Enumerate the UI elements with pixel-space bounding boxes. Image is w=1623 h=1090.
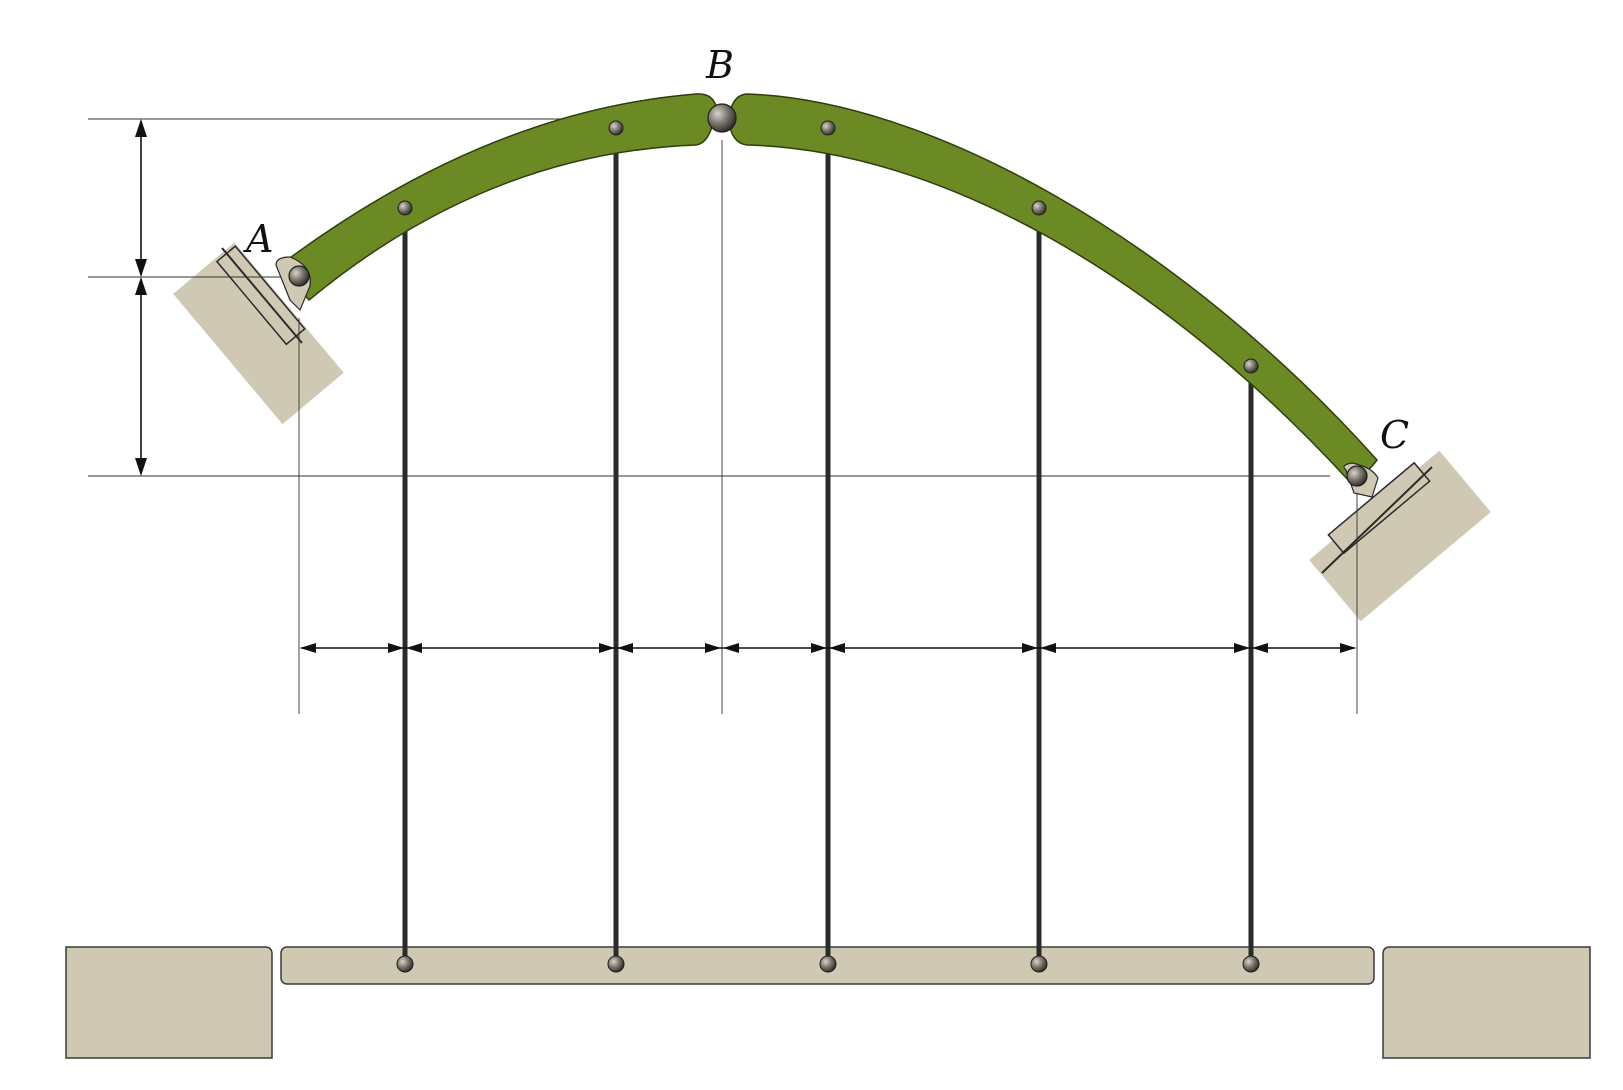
right-abutment	[1382, 946, 1591, 1059]
pin-hanger-3-bottom	[819, 955, 837, 973]
pin-a	[288, 265, 310, 287]
hinge-b	[707, 103, 737, 133]
vertical-dimensions	[135, 119, 147, 476]
pin-hanger-4-bottom	[1030, 955, 1048, 973]
pin-hanger-4-top	[1031, 200, 1047, 216]
arch-segment-bc	[728, 93, 1378, 483]
reference-lines	[88, 118, 1358, 714]
label-c: C	[1380, 413, 1409, 457]
pin-hanger-5-top	[1243, 358, 1259, 374]
pin-hanger-5-bottom	[1242, 955, 1260, 973]
horizontal-dimensions	[300, 643, 1356, 653]
label-a: A	[243, 217, 273, 261]
pin-hanger-1-top	[397, 200, 413, 216]
pin-c	[1346, 465, 1368, 487]
hanger-pins	[396, 120, 1260, 973]
pin-hanger-3-top	[820, 120, 836, 136]
support-c-base	[1309, 450, 1491, 622]
pin-hanger-1-bottom	[396, 955, 414, 973]
support-a-base	[173, 242, 344, 425]
pin-hanger-2-bottom	[607, 955, 625, 973]
label-b: B	[705, 43, 734, 87]
pin-hanger-2-top	[608, 120, 624, 136]
arch-segment-ab	[277, 93, 717, 302]
left-abutment	[65, 946, 273, 1059]
hangers	[402, 125, 1254, 967]
